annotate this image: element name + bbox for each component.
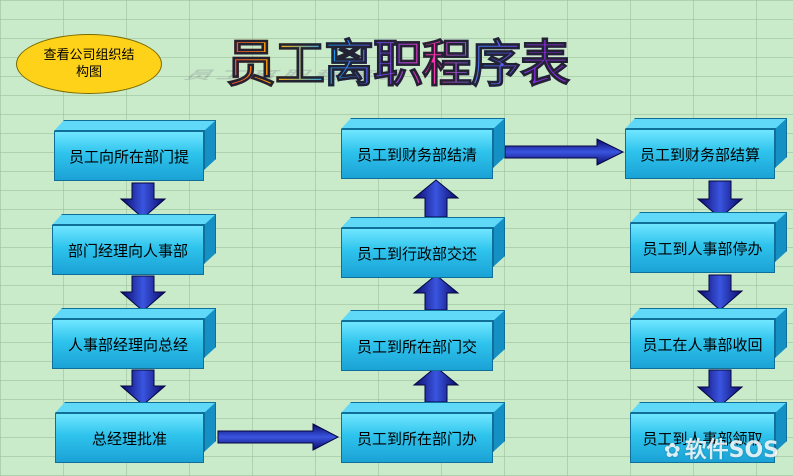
step-box-6: 员工到所在部门交 bbox=[341, 310, 505, 371]
org-chart-link[interactable]: 查看公司组织结构图 bbox=[16, 34, 162, 94]
step-label-6: 员工到所在部门交 bbox=[341, 321, 493, 371]
arrow-down-1 bbox=[119, 182, 167, 219]
arrow-right-1 bbox=[217, 423, 340, 451]
watermark-text: 软件SOS bbox=[684, 438, 779, 463]
step-label-12: 员工到人事部领取 bbox=[630, 413, 775, 463]
step-box-1: 员工向所在部门提 bbox=[54, 120, 216, 181]
page-title: 员工离职程序表 bbox=[226, 24, 571, 96]
arrow-down-3 bbox=[119, 369, 167, 406]
step-box-10: 员工到人事部停办 bbox=[630, 212, 787, 273]
arrow-down-2 bbox=[119, 275, 167, 312]
step-box-4: 总经理批准 bbox=[55, 402, 216, 463]
step-label-3: 人事部经理向总经 bbox=[52, 319, 204, 369]
step-label-5: 员工到所在部门办 bbox=[341, 413, 493, 463]
watermark-logo-icon: ✿ bbox=[663, 438, 681, 462]
step-label-8: 员工到财务部结清 bbox=[341, 129, 493, 179]
arrow-up-1 bbox=[412, 366, 460, 403]
step-box-11: 员工在人事部收回 bbox=[630, 308, 787, 369]
arrow-down-4 bbox=[696, 180, 744, 219]
step-box-8: 员工到财务部结清 bbox=[341, 118, 505, 179]
watermark: ✿软件SOS bbox=[664, 432, 779, 464]
step-box-9: 员工到财务部结算 bbox=[625, 118, 787, 179]
arrow-down-6 bbox=[696, 369, 744, 407]
arrow-up-3 bbox=[412, 179, 460, 218]
step-label-9: 员工到财务部结算 bbox=[625, 129, 775, 179]
step-label-2: 部门经理向人事部 bbox=[52, 225, 204, 275]
step-label-1: 员工向所在部门提 bbox=[54, 131, 204, 181]
step-label-7: 员工到行政部交还 bbox=[341, 228, 493, 278]
arrow-right-2 bbox=[504, 138, 625, 166]
step-box-12: 员工到人事部领取 bbox=[630, 402, 787, 463]
step-box-5: 员工到所在部门办 bbox=[341, 402, 505, 463]
org-chart-link-label: 查看公司组织结构图 bbox=[43, 48, 135, 80]
step-label-11: 员工在人事部收回 bbox=[630, 319, 775, 369]
arrow-up-2 bbox=[412, 274, 460, 311]
step-box-2: 部门经理向人事部 bbox=[52, 214, 216, 275]
step-box-7: 员工到行政部交还 bbox=[341, 217, 505, 278]
step-box-3: 人事部经理向总经 bbox=[52, 308, 216, 369]
arrow-down-5 bbox=[696, 274, 744, 311]
step-label-10: 员工到人事部停办 bbox=[630, 223, 775, 273]
step-label-4: 总经理批准 bbox=[55, 413, 204, 463]
